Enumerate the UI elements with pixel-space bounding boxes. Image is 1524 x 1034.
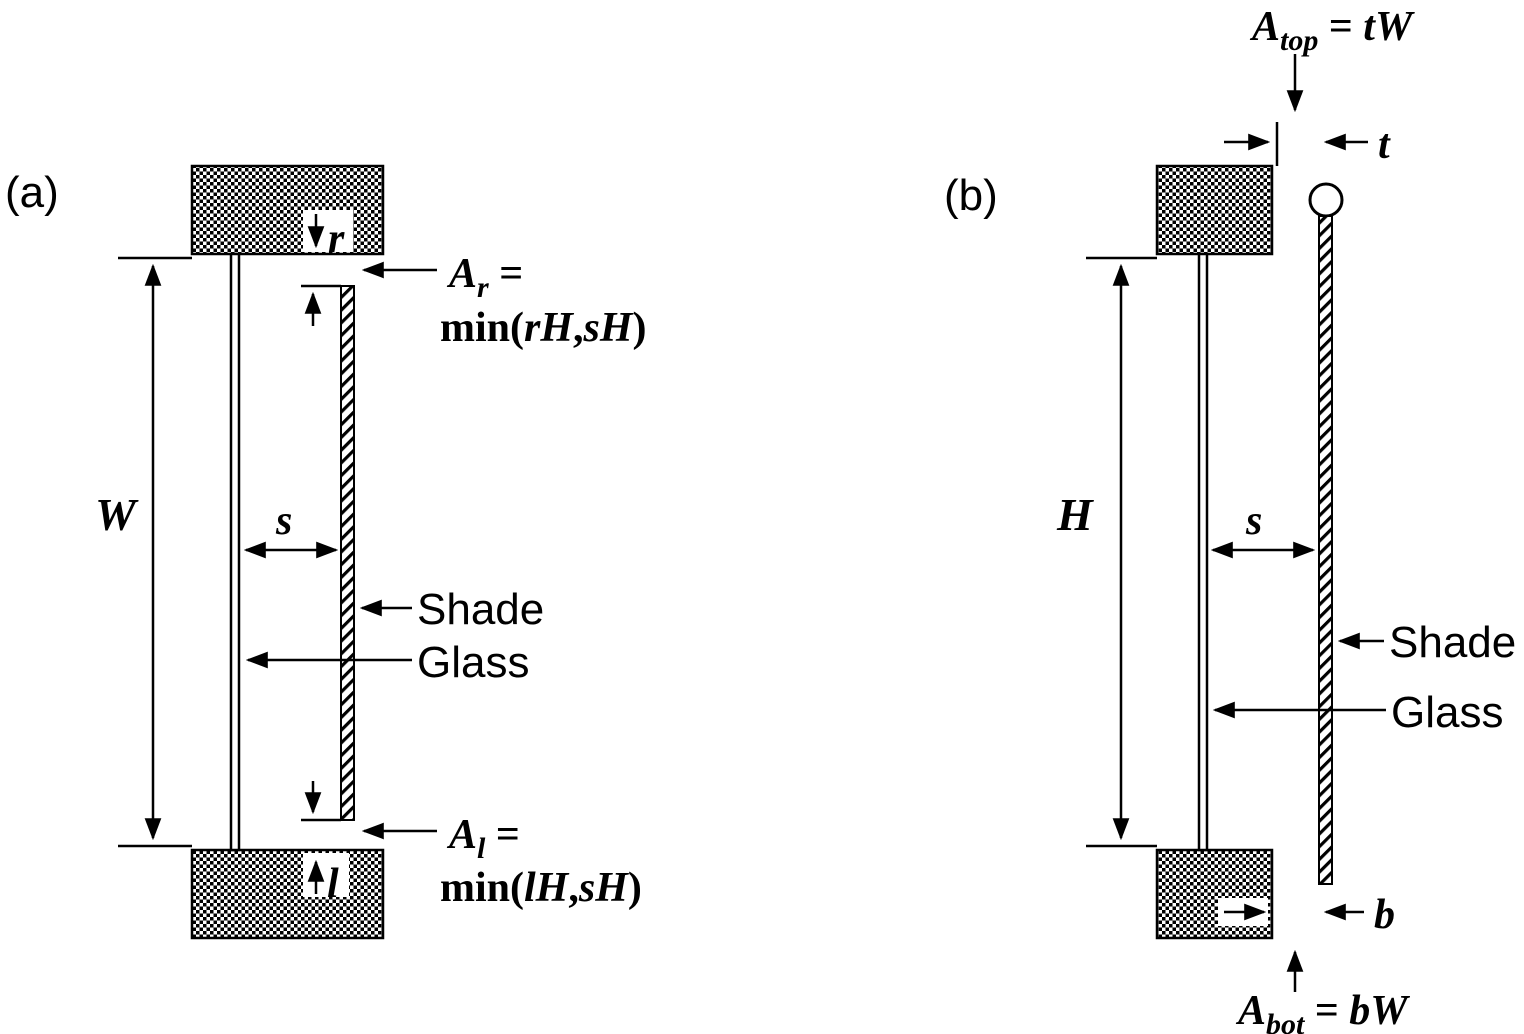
area-left-var: A (446, 812, 477, 858)
area-right-equals: = (489, 251, 523, 297)
area-left-rhs: min(lH,sH) (440, 865, 642, 911)
comma: , (568, 865, 579, 911)
panel-a-label: (a) (5, 168, 59, 217)
dim-s-label: s (275, 498, 292, 544)
arg1: rH (524, 305, 574, 351)
area-right-var: A (446, 251, 477, 297)
glass-pane (229, 252, 241, 852)
close: ) (633, 305, 647, 351)
shade-panel (1318, 215, 1333, 885)
l-label-backing (303, 853, 349, 897)
area-bottom-sub: bot (1266, 1008, 1306, 1034)
area-top-equals: = (1318, 4, 1363, 50)
wall-block-top (190, 164, 385, 256)
arg2: sH (578, 865, 629, 911)
arg2: sH (583, 305, 634, 351)
area-top-var: A (1249, 4, 1280, 50)
wall-block-bottom (190, 848, 385, 940)
dim-t-label: t (1378, 122, 1391, 168)
panel-b-label: (b) (944, 171, 998, 220)
area-right-lhs: Ar = (446, 251, 523, 304)
area-bottom-value: bW (1349, 988, 1410, 1034)
area-left-sub: l (477, 832, 486, 865)
fn: min( (440, 865, 524, 911)
glass-pane (1197, 252, 1209, 852)
comma: , (573, 305, 584, 351)
area-right-sub: r (477, 271, 489, 304)
close: ) (628, 865, 642, 911)
wall-block-top (1155, 164, 1274, 256)
area-top-sub: top (1280, 24, 1318, 57)
dim-w-label: W (95, 489, 139, 540)
area-left-lhs: Al = (446, 812, 520, 865)
l-gap-label: l (327, 861, 339, 907)
glass-callout-label: Glass (417, 638, 529, 687)
area-top-formula: Atop = tW (1249, 4, 1415, 57)
arg1: lH (524, 865, 570, 911)
r-gap-label: r (328, 216, 345, 262)
panel-b: (b) Atop = tW t H s Shade Glass (944, 4, 1516, 1034)
glass-callout-label: Glass (1391, 688, 1503, 737)
shade-callout-label: Shade (1389, 618, 1516, 667)
area-bottom-var: A (1235, 988, 1266, 1034)
area-right-rhs: min(rH,sH) (440, 305, 647, 351)
dim-s-label: s (1245, 498, 1262, 544)
shade-roller (1308, 182, 1344, 218)
area-left-equals: = (485, 812, 519, 858)
dim-h-label: H (1056, 489, 1094, 540)
area-bottom-formula: Abot = bW (1235, 988, 1410, 1034)
area-bottom-equals: = (1304, 988, 1349, 1034)
shade-callout-label: Shade (417, 585, 544, 634)
shade-panel (340, 285, 355, 821)
area-top-value: tW (1363, 4, 1415, 50)
panel-a: (a) W r Ar = min(rH,sH) s Shade Glass (5, 164, 647, 940)
dim-b-label: b (1374, 892, 1395, 938)
fn: min( (440, 305, 524, 351)
